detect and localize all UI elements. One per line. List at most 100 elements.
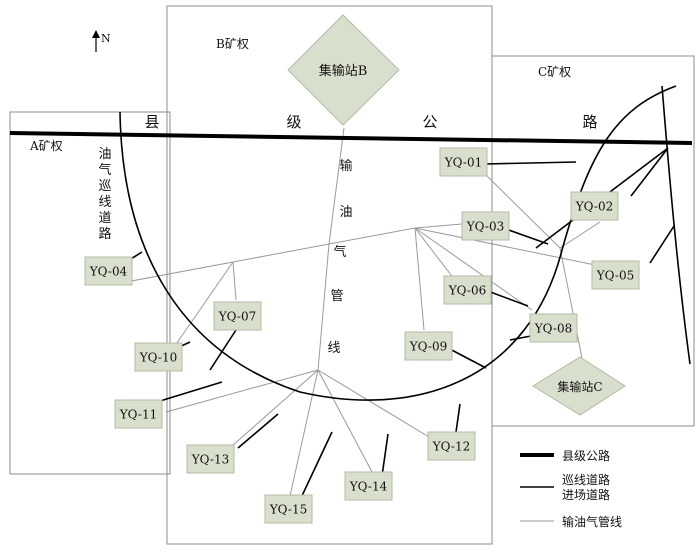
well-box (114, 399, 163, 429)
well-yq-10: YQ-10 (134, 342, 183, 372)
access-05 (649, 225, 675, 264)
access-09 (445, 346, 487, 369)
station-c-diamond (532, 356, 626, 416)
well-box (344, 471, 393, 501)
well-label: YQ-10 (139, 351, 178, 365)
well-label: YQ-05 (596, 269, 635, 283)
well-yq-07: YQ-07 (213, 301, 262, 331)
access-06 (484, 289, 529, 307)
well-label: YQ-03 (466, 220, 505, 234)
patrol-road-char: 气 (98, 162, 111, 178)
patrol-road-char: 油 (98, 147, 111, 162)
north-arrow-head (92, 30, 100, 38)
county-road-char: 县 (144, 113, 159, 131)
access-07 (209, 329, 237, 371)
access-01 (484, 161, 577, 165)
well-box (443, 275, 492, 305)
pipe-01-c (484, 173, 561, 249)
pipe-to-06 (414, 227, 459, 285)
well-yq-15: YQ-15 (264, 494, 313, 524)
well-label: YQ-14 (349, 480, 388, 494)
county-road-char: 级 (286, 113, 301, 131)
well-label: YQ-07 (218, 310, 257, 324)
pipeline-char: 输 (339, 158, 352, 174)
well-yq-03: YQ-03 (461, 211, 510, 241)
county-road-char: 公 (422, 113, 437, 131)
mining-rights-boundaries (9, 5, 695, 545)
access-03 (502, 227, 549, 245)
access-14 (381, 433, 389, 477)
county-road (9, 131, 693, 145)
well-box (570, 191, 619, 221)
well-box (84, 256, 133, 286)
pipe-left-hub (232, 243, 330, 263)
well-box (529, 313, 578, 343)
access-15 (299, 431, 333, 501)
patrol-road-char: 路 (98, 226, 111, 242)
well-yq-13: YQ-13 (186, 444, 235, 474)
patrol-roads (119, 85, 691, 401)
well-label: YQ-01 (444, 156, 483, 170)
county-road-label: 县级公路 (144, 113, 597, 131)
pipe-to-14 (317, 369, 373, 473)
pipeline-char: 线 (327, 341, 340, 356)
well-box (591, 260, 640, 290)
pipe-upper-branch (328, 227, 416, 245)
pipe-c-trunk (559, 247, 583, 359)
well-box (461, 211, 510, 241)
pipe-to-11 (165, 369, 319, 413)
well-label: YQ-12 (432, 440, 471, 454)
north-label: N (101, 32, 111, 45)
station-c-label: 集输站C (557, 379, 602, 394)
legend-county-road-label: 县级公路 (562, 448, 610, 463)
boundary-a (9, 111, 171, 475)
station-c: 集输站C (532, 356, 626, 416)
well-yq-05: YQ-05 (591, 260, 640, 290)
legend-pipeline-label: 输油气管线 (562, 514, 622, 529)
legend-patrol-road-label: 巡线道路 (562, 472, 610, 487)
well-label: YQ-06 (448, 284, 487, 298)
pipe-to-12 (317, 369, 435, 441)
pipe-to-07 (232, 261, 237, 301)
patrol-road-char: 巡 (98, 179, 111, 194)
well-yq-02: YQ-02 (570, 191, 619, 221)
pipeline-label: 输油气管线 (327, 158, 352, 356)
patrol-road-char: 线 (98, 195, 111, 210)
well-label: YQ-04 (89, 265, 128, 279)
region-a-label: A矿权 (29, 139, 63, 153)
well-label: YQ-09 (409, 340, 448, 354)
pipeline-char: 油 (339, 205, 352, 220)
access-08 (509, 335, 532, 341)
well-box (264, 494, 313, 524)
well-label: YQ-13 (191, 453, 230, 467)
pipe-to-03 (414, 223, 463, 229)
well-box (404, 331, 453, 361)
well-box (134, 342, 183, 372)
station-b: 集输站B (287, 14, 400, 126)
well-label: YQ-11 (119, 408, 158, 422)
well-yq-11: YQ-11 (114, 399, 163, 429)
well-label: YQ-02 (575, 200, 614, 214)
pipe-to-13 (231, 369, 319, 447)
pipe-to-08 (414, 227, 533, 311)
well-box (439, 147, 488, 177)
well-box (427, 431, 476, 461)
well-label: YQ-08 (534, 322, 573, 336)
pipe-to-10 (171, 261, 234, 351)
access-roads (125, 147, 675, 501)
access-02a (630, 147, 669, 197)
pipe-to-04 (125, 261, 234, 283)
pipe-to-05 (414, 227, 601, 267)
region-b-label: B矿权 (216, 37, 249, 51)
patrol-road-u (119, 85, 677, 401)
pipe-to-09 (414, 227, 425, 331)
pipeline-char: 气 (333, 244, 346, 260)
well-label: YQ-15 (269, 503, 308, 517)
access-13 (237, 413, 279, 449)
region-c-label: C矿权 (538, 65, 571, 79)
well-box (186, 444, 235, 474)
